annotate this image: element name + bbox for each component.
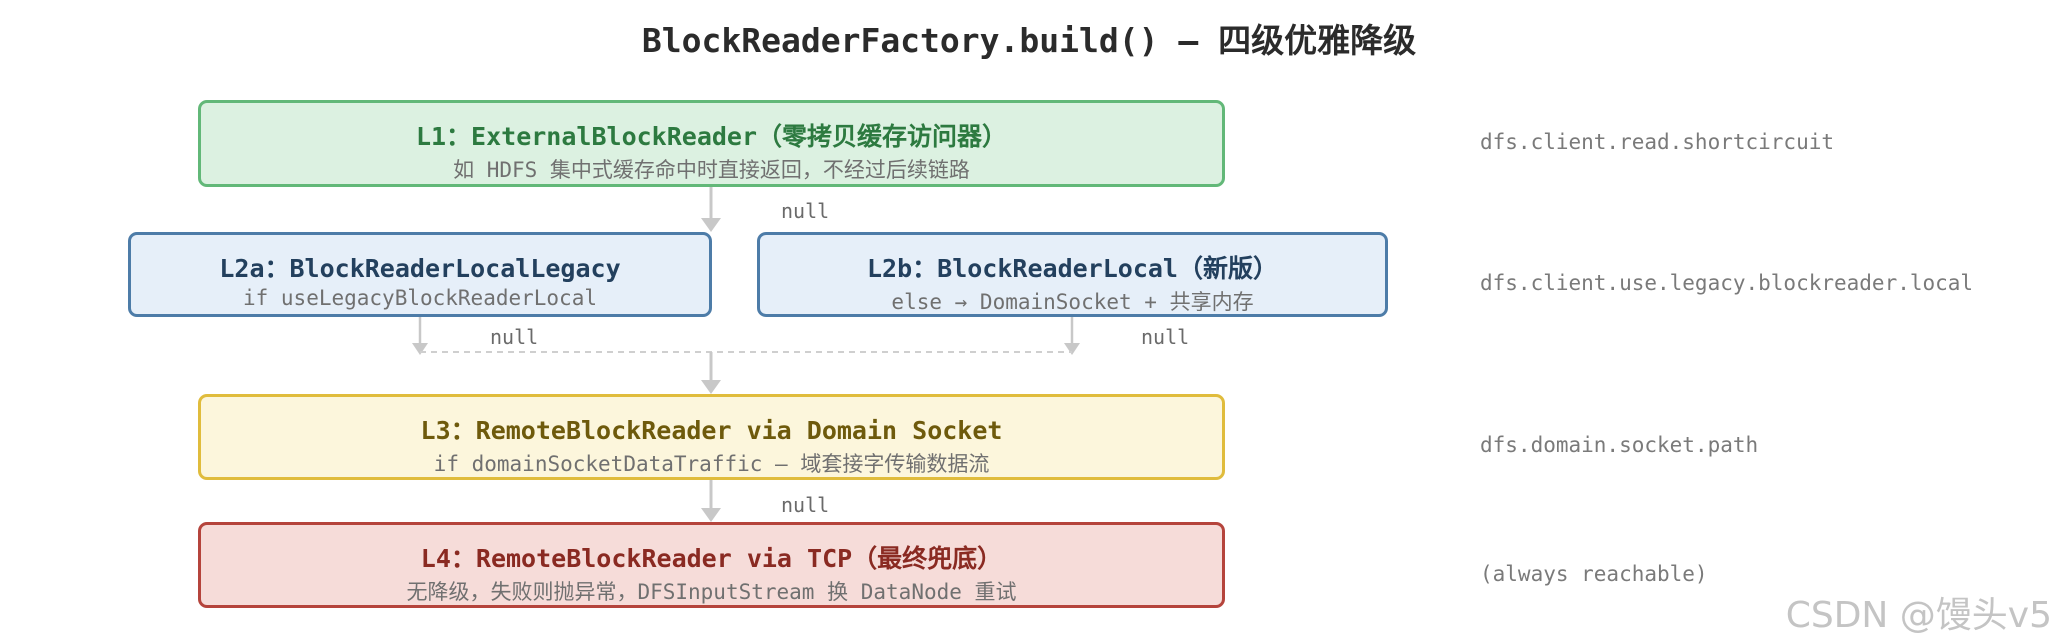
arrow-l3-to-l4 — [701, 480, 721, 522]
level-l2b-title: L2b：BlockReaderLocal（新版） — [867, 254, 1278, 283]
config-key-l3: dfs.domain.socket.path — [1480, 433, 1759, 457]
arrow-merge-to-l3 — [701, 352, 721, 394]
arrow-l2a-down — [412, 317, 428, 355]
config-key-l2: dfs.client.use.legacy.blockreader.local — [1480, 271, 1974, 295]
level-l2b-box: L2b：BlockReaderLocal（新版） else → DomainSo… — [757, 232, 1388, 317]
null-label-l2b: null — [1141, 325, 1190, 349]
config-key-l1: dfs.client.read.shortcircuit — [1480, 130, 1835, 154]
level-l3-box: L3：RemoteBlockReader via Domain Socket i… — [198, 394, 1225, 480]
watermark: CSDN @馒头v5 — [1785, 595, 2052, 636]
config-key-l4: (always reachable) — [1480, 562, 1708, 586]
level-l3-title: L3：RemoteBlockReader via Domain Socket — [420, 416, 1003, 445]
null-label-l3: null — [781, 493, 830, 517]
diagram-title: BlockReaderFactory.build() — 四级优雅降级 — [641, 21, 1417, 60]
level-l3-description: if domainSocketDataTraffic — 域套接字传输数据流 — [433, 452, 990, 476]
level-l4-box: L4：RemoteBlockReader via TCP（最终兜底） 无降级，失… — [198, 522, 1225, 608]
level-l1-title: L1：ExternalBlockReader（零拷贝缓存访问器） — [415, 122, 1008, 151]
level-l4-title: L4：RemoteBlockReader via TCP（最终兜底） — [420, 544, 1003, 573]
null-label-l1: null — [781, 199, 830, 223]
null-label-l2a: null — [490, 325, 539, 349]
level-l2a-title: L2a：BlockReaderLocalLegacy — [219, 254, 621, 283]
level-l4-description: 无降级，失败则抛异常，DFSInputStream 换 DataNode 重试 — [406, 580, 1017, 604]
level-l2b-description: else → DomainSocket + 共享内存 — [891, 290, 1254, 314]
level-l2a-description: if useLegacyBlockReaderLocal — [242, 286, 597, 310]
arrow-l2b-down — [1064, 317, 1080, 355]
level-l1-box: L1：ExternalBlockReader（零拷贝缓存访问器） 如 HDFS … — [198, 100, 1225, 187]
arrow-l1-to-l2 — [701, 187, 721, 232]
level-l2a-box: L2a：BlockReaderLocalLegacy if useLegacyB… — [128, 232, 712, 317]
level-l1-description: 如 HDFS 集中式缓存命中时直接返回，不经过后续链路 — [453, 158, 970, 182]
